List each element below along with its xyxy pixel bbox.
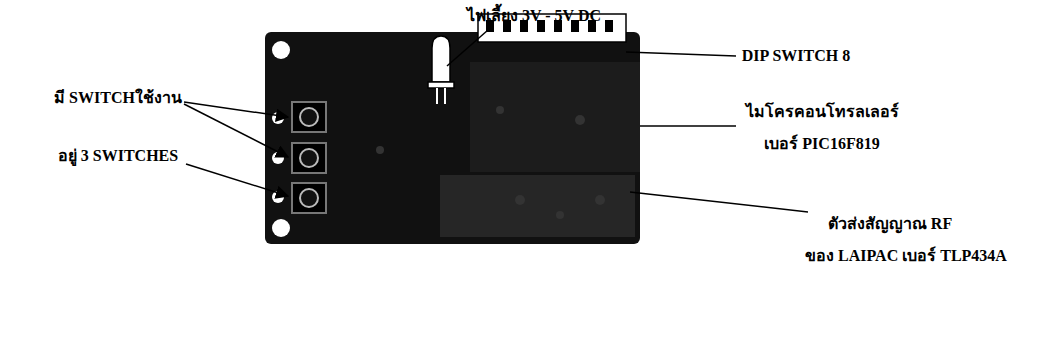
push-buttons — [272, 102, 326, 213]
rf-transmitter — [440, 175, 635, 237]
part-name: ตัวส่งสัญญาณ RF — [828, 214, 952, 233]
part-number: เบอร์ PIC16F819 — [764, 134, 879, 153]
mounting-hole — [272, 41, 290, 59]
power-note: ไฟเลี้ยง 3V - 5V DC — [467, 6, 601, 25]
switch-note: อยู่ 3 SWITCHES — [58, 146, 178, 165]
power-led — [428, 36, 454, 104]
switch-note: มี SWITCHใช้งาน — [54, 88, 182, 107]
board-texture — [376, 106, 605, 219]
part-number: ของ LAIPAC เบอร์ TLP434A — [805, 246, 1007, 265]
part-name: DIP SWITCH 8 — [742, 46, 850, 65]
mounting-hole — [272, 219, 290, 237]
microcontroller-chip — [470, 62, 640, 172]
leader-lines — [184, 30, 808, 212]
pcb-board — [265, 32, 640, 244]
part-name: ไมโครคอนโทรลเลอร์ — [746, 102, 899, 121]
